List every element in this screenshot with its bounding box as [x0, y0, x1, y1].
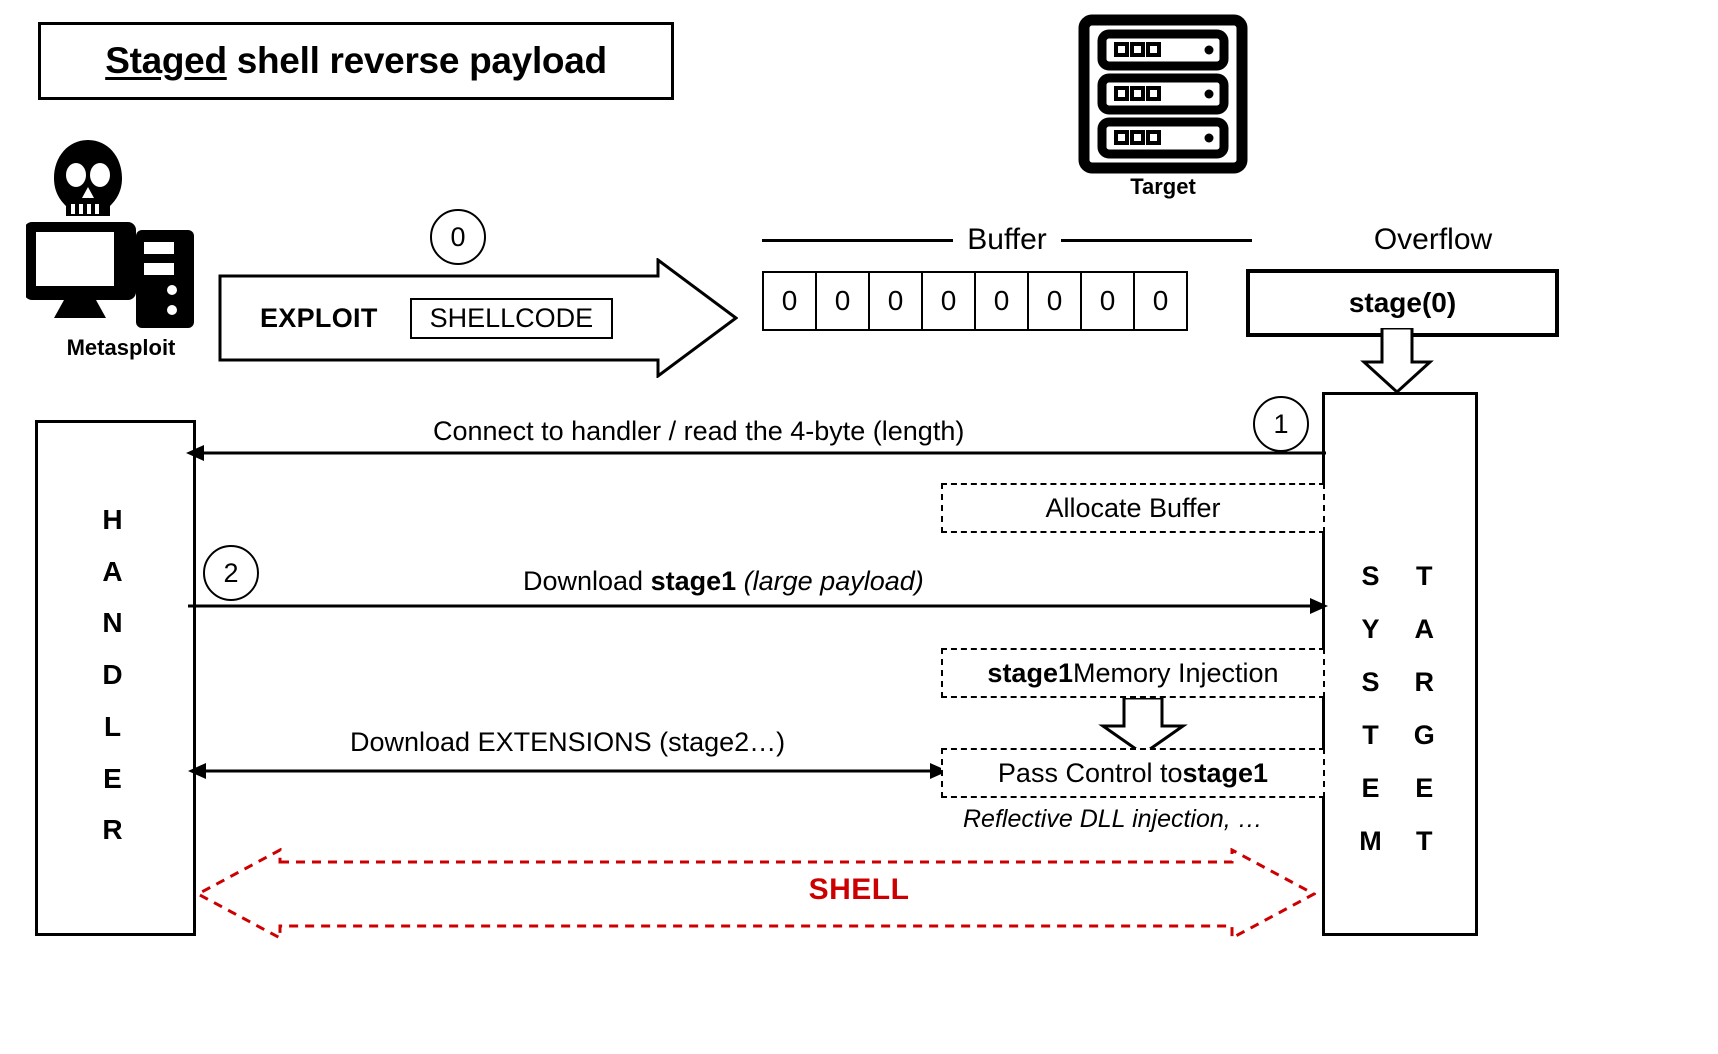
buffer-cell: 0 — [1027, 271, 1082, 331]
buffer-label: Buffer — [967, 223, 1047, 256]
buffer-cell: 0 — [762, 271, 817, 331]
buffer-cell: 0 — [974, 271, 1029, 331]
handler-letter: L — [103, 710, 122, 742]
handler-letter: R — [102, 814, 123, 846]
step-0-marker: 0 — [430, 209, 486, 265]
title-emphasis: Staged — [105, 40, 227, 81]
step-1-marker: 1 — [1253, 396, 1309, 452]
system-letter: E — [1361, 772, 1380, 803]
system-target-box — [1322, 392, 1478, 936]
target-label: Target — [1130, 174, 1196, 199]
memory-injection-rest: Memory Injection — [1072, 657, 1279, 688]
exploit-block-arrow: EXPLOIT SHELLCODE — [218, 258, 738, 378]
download-stage1-bold: stage1 — [650, 566, 737, 596]
system-letter: S — [1361, 667, 1380, 698]
message-connect-label: Connect to handler / read the 4-byte (le… — [433, 416, 965, 446]
pass-control-box: Pass Control to stage1 — [941, 748, 1325, 798]
target-letter: A — [1414, 614, 1434, 645]
step-2-label: 2 — [223, 557, 239, 588]
block-arrow-down-injection-icon — [1098, 698, 1188, 756]
system-letter: S — [1361, 561, 1380, 592]
target-letter: T — [1415, 825, 1433, 856]
buffer-cell: 0 — [815, 271, 870, 331]
target-letter: G — [1413, 720, 1435, 750]
block-arrow-down-icon — [1360, 328, 1434, 394]
shellcode-box: SHELLCODE — [409, 298, 614, 339]
title-box: Staged shell reverse payload — [38, 22, 674, 100]
exploit-label: EXPLOIT — [260, 303, 378, 333]
allocate-buffer-box: Allocate Buffer — [941, 483, 1325, 533]
overflow-stage0-cell: stage(0) — [1246, 269, 1559, 337]
handler-letter: A — [102, 555, 123, 587]
download-stage1-pre: Download — [523, 566, 651, 596]
metasploit-label: Metasploit — [66, 335, 176, 360]
buffer-cells-row: 0 0 0 0 0 0 0 0 — [762, 271, 1188, 331]
message-download-extensions-label: Download EXTENSIONS (stage2…) — [350, 727, 786, 757]
target-column: T A R G E T — [1414, 550, 1435, 867]
target-letter: E — [1415, 772, 1434, 803]
pass-control-bold: stage1 — [1182, 757, 1269, 788]
message-download-extensions-arrow — [188, 763, 948, 779]
memory-injection-bold: stage1 — [987, 657, 1073, 688]
target-letter: T — [1415, 561, 1433, 592]
handler-letter: D — [102, 659, 123, 691]
system-letter: T — [1362, 720, 1379, 750]
handler-label: H A N D L E R — [35, 420, 190, 930]
system-column: S Y S T E M — [1359, 550, 1382, 867]
buffer-cell: 0 — [1133, 271, 1188, 331]
pass-control-pre: Pass Control to — [997, 757, 1183, 788]
download-stage1-italic: (large payload) — [736, 566, 924, 596]
buffer-cell: 0 — [868, 271, 923, 331]
message-connect-arrow — [186, 445, 1326, 461]
handler-letter: N — [102, 607, 123, 639]
reflective-dll-note: Reflective DLL injection, … — [963, 805, 1263, 833]
target-actor: Target — [1078, 14, 1248, 214]
system-letter: Y — [1361, 614, 1380, 645]
metasploit-actor: Metasploit — [24, 130, 216, 380]
step-1-label: 1 — [1273, 408, 1289, 439]
handler-letter: E — [103, 762, 122, 794]
message-download-stage1-arrow — [188, 598, 1328, 614]
step-0-label: 0 — [450, 221, 466, 252]
handler-box — [35, 420, 196, 936]
buffer-cell: 0 — [921, 271, 976, 331]
system-target-label: S Y S T E M T A R G E T — [1322, 392, 1472, 930]
buffer-rule-left — [762, 238, 954, 242]
buffer-cell: 0 — [1080, 271, 1135, 331]
page-title: Staged shell reverse payload — [105, 40, 607, 82]
buffer-rule-right — [1060, 238, 1252, 242]
target-letter: R — [1414, 667, 1434, 698]
shell-block-arrow — [196, 848, 1316, 940]
step-2-marker: 2 — [203, 545, 259, 601]
system-letter: M — [1359, 825, 1382, 856]
stage1-memory-injection-box: stage1 Memory Injection — [941, 648, 1325, 698]
title-rest: shell reverse payload — [226, 40, 607, 81]
buffer-header: Buffer — [762, 220, 1252, 260]
skull-computer-icon — [24, 140, 194, 328]
handler-letter: H — [102, 503, 123, 535]
overflow-label: Overflow — [1373, 223, 1493, 256]
message-download-stage1-label: Download stage1 (large payload) — [523, 566, 924, 597]
shell-label: SHELL — [808, 873, 910, 906]
server-rack-icon — [1078, 14, 1248, 174]
